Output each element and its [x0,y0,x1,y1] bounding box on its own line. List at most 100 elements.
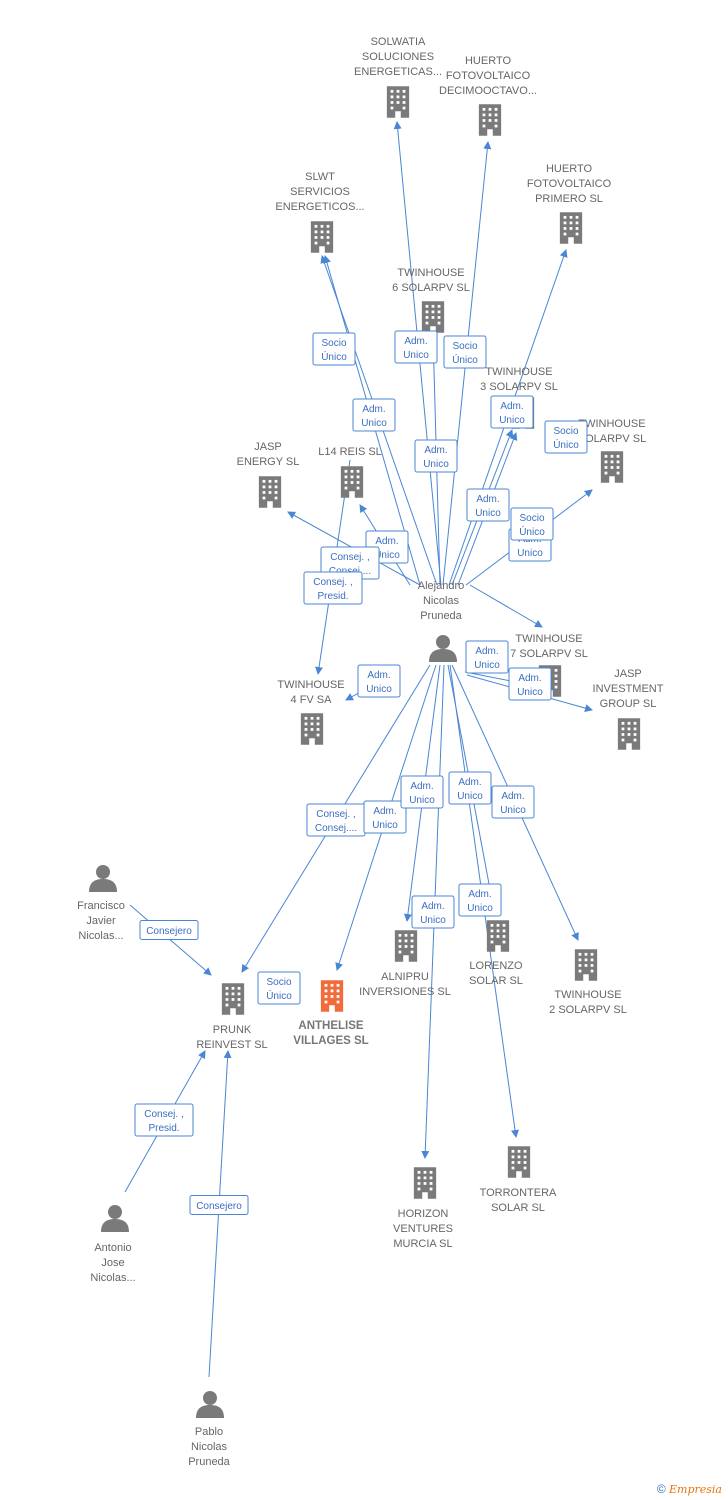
edge-role-text: Único [266,989,292,1002]
person-icon [89,865,117,892]
edge-role-text: Consejero [196,1201,242,1212]
node-label: Alejandro [418,580,464,592]
edge-role-label: Adm.Unico [414,439,458,473]
building-icon [600,451,624,483]
edge-role-label: Adm. Unico [363,800,407,834]
node-label: GROUP SL [600,698,657,710]
node-label: Nicolas... [78,930,123,942]
node-label: FOTOVOLTAICO [527,178,612,190]
edge-role-label: Consejero [139,920,199,940]
edge-role-text: Adm. [476,494,499,505]
node-slwt[interactable]: SLWTSERVICIOSENERGETICOS... [275,171,365,253]
edge-role-label: Adm.Unico [394,330,438,364]
node-label: DECIMOOCTAVO... [439,85,537,97]
node-label: HORIZON [398,1208,449,1220]
node-label: VENTURES [393,1223,453,1235]
edge-role-label: Consej. ,Presid. [134,1103,194,1137]
edge-role-text: Unico [374,550,400,561]
edge-role-label: Consejero [189,1195,249,1215]
node-tw7[interactable]: TWINHOUSE 7 SOLARPV SL [510,633,588,697]
building-icon [310,221,334,253]
node-huerto18[interactable]: HUERTOFOTOVOLTAICODECIMOOCTAVO... [439,55,537,136]
edge-role-text: Unico [474,660,500,671]
edge-role-text: Adm. [475,646,498,657]
edge-role-text: Consej. , [330,552,369,563]
building-icon [394,930,418,962]
edge-role-text: Adm. [468,889,491,900]
edge-role-text: Socio [452,341,477,352]
edge-role-text: Socio [553,426,578,437]
person-icon [429,635,457,662]
node-label: Jose [101,1257,124,1269]
node-label: Nicolas [423,595,460,607]
node-label: 3 SOLARPV SL [480,381,558,393]
edge-role-text: Unico [500,805,526,816]
node-label: SOLUCIONES [362,51,434,63]
edge-role-text: Adm. [373,806,396,817]
edge-role-text: Adm. [375,536,398,547]
node-l14[interactable]: L14 REIS SL [318,446,382,498]
node-torrontera[interactable]: TORRONTERA SOLAR SL [480,1146,557,1214]
building-icon [559,212,583,244]
person-icon [101,1205,129,1232]
edge-role-label: Adm. Unico [465,640,509,674]
edge-role-text: Unico [372,820,398,831]
footer-brand: © Empresia [657,1482,722,1496]
node-label: ALNIPRU [381,971,429,983]
building-icon [221,983,245,1015]
edge-role-label: Adm.Unico [491,785,535,819]
node-label: ENERGETICOS... [275,201,364,213]
node-label: TORRONTERA [480,1187,557,1199]
person-icon [196,1391,224,1418]
edge-role-text: Socio [519,513,544,524]
edge-role-text: Unico [517,548,543,559]
building-icon [320,980,344,1012]
node-label: SOLAR SL [491,1202,545,1214]
edge-role-text: Unico [517,687,543,698]
building-icon [617,718,641,750]
node-label: TWINHOUSE [485,366,552,378]
node-label: SOLWATIA [371,36,426,48]
edge-role-text: Consej.... [315,823,357,834]
node-label: JASP [254,441,282,453]
node-solwatia[interactable]: SOLWATIASOLUCIONESENERGETICAS... [354,36,442,118]
node-label: REINVEST SL [196,1039,267,1051]
edge-role-text: Adm. [367,670,390,681]
brand-logo: Empresia [669,1483,722,1496]
node-label: 7 SOLARPV SL [510,648,588,660]
node-antonio[interactable]: AntonioJoseNicolas... [90,1205,136,1284]
edge-line [469,584,543,628]
node-francisco[interactable]: FranciscoJavierNicolas... [77,865,125,942]
edge-role-text: Único [519,525,545,538]
node-label: VILLAGES SL [293,1035,368,1047]
node-label: SLWT [305,171,335,183]
building-icon [507,1146,531,1178]
edge-role-text: Adm. [410,781,433,792]
nodes-layer: SOLWATIASOLUCIONESENERGETICAS...HUERTOFO… [77,36,664,1468]
edge-role-text: Unico [423,459,449,470]
node-label: JASP [614,668,642,680]
edge-role-text: Unico [361,418,387,429]
edge-labels-layer: SocioÚnicoAdm.UnicoSocioÚnicoAdm.UnicoAd… [134,330,588,1215]
node-tw3[interactable]: TWINHOUSE 3 SOLARPV SL [480,366,558,429]
edge-role-text: Adm. [518,673,541,684]
edge-role-text: Presid. [317,591,348,602]
node-label: TWINHOUSE [515,633,582,645]
